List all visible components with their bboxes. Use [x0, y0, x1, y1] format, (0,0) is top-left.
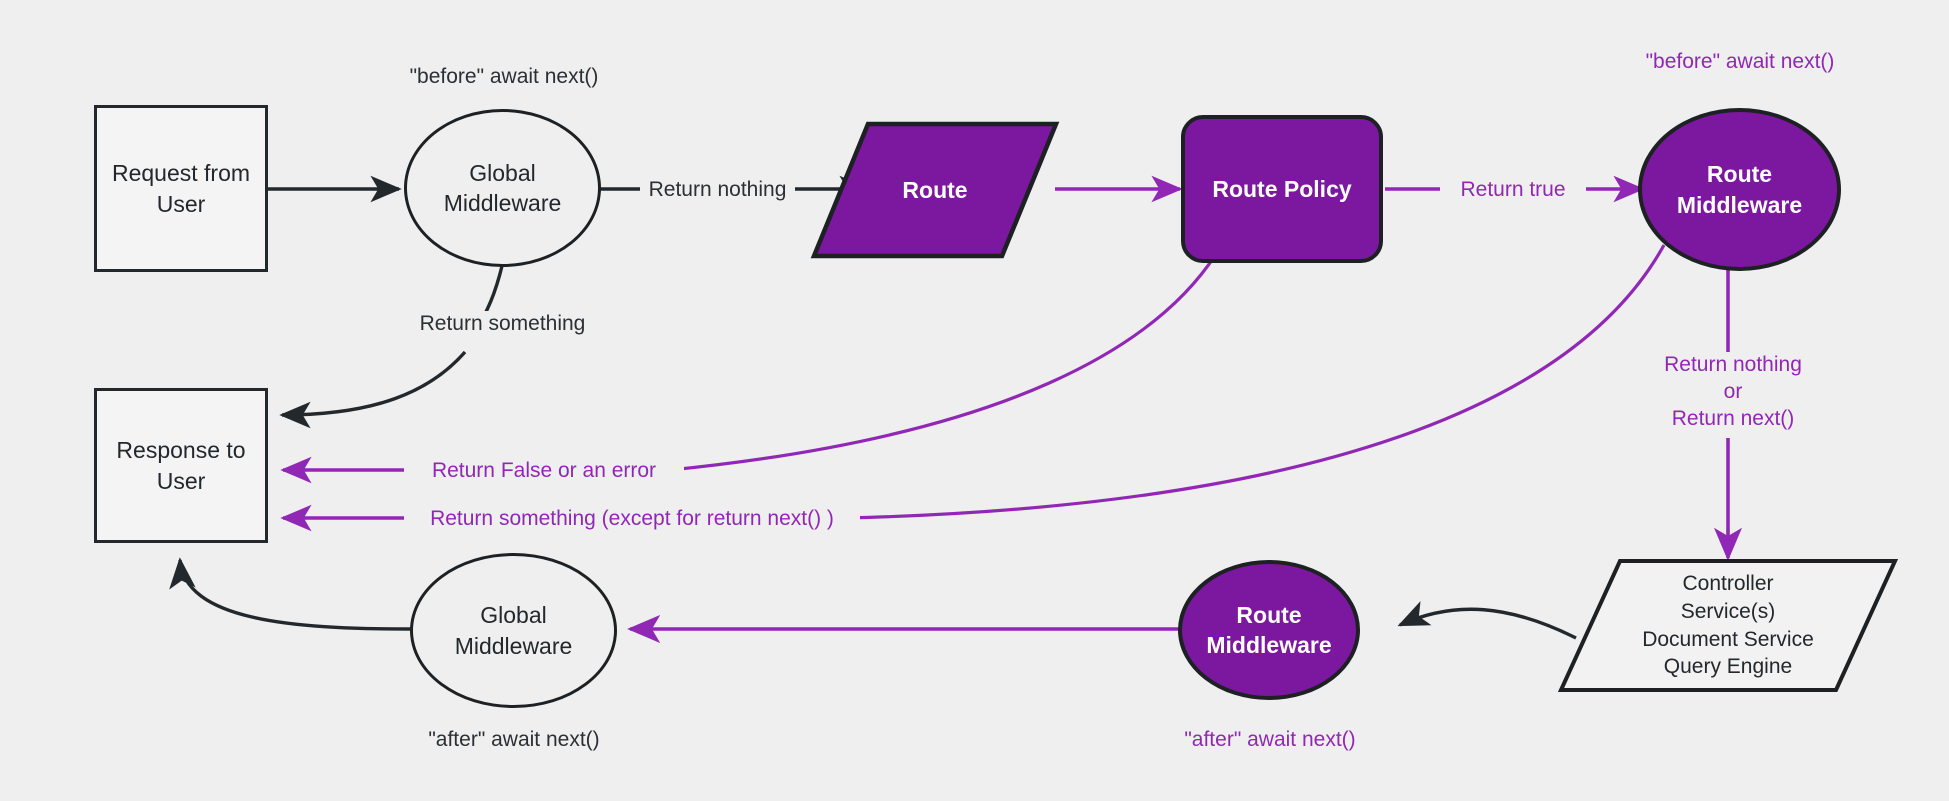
edge-label-return-something: Return something	[405, 311, 600, 338]
edge-route-middleware-to-response	[847, 244, 1666, 520]
edge-controller-to-route-middleware-after	[1397, 601, 1577, 640]
edge-label-return-false-or-error: Return False or an error	[404, 458, 684, 485]
route-parallelogram-shape	[810, 121, 1060, 259]
edge-label-return-something-except: Return something (except for return next…	[404, 506, 860, 533]
node-response-to-user[interactable]: Response to User	[94, 388, 268, 543]
node-controller-stack-label: Controller Service(s) Document Service Q…	[1642, 572, 1814, 679]
node-route[interactable]: Route	[810, 120, 1060, 260]
edge-label-return-nothing: Return nothing	[640, 177, 795, 204]
node-global-middleware-after-label: Global Middleware	[454, 602, 573, 659]
node-global-middleware-after[interactable]: Global Middleware	[410, 553, 617, 708]
node-route-middleware-after-label: Route Middleware	[1206, 601, 1332, 658]
edge-route-policy-to-response	[669, 253, 1218, 472]
node-global-middleware-before[interactable]: Global Middleware	[404, 109, 601, 267]
controller-parallelogram-shape	[1558, 559, 1898, 692]
node-route-policy-label: Route Policy	[1212, 175, 1352, 202]
node-response-to-user-label: Response to User	[116, 437, 246, 494]
node-request-from-user-label: Request from User	[111, 160, 251, 217]
edge-label-return-true: Return true	[1440, 177, 1586, 204]
node-route-middleware-before-label: Route Middleware	[1676, 161, 1803, 218]
edge-label-return-nothing-or-next: Return nothing or Return next()	[1628, 352, 1838, 433]
caption-before-route-middleware: "before" await next()	[1645, 50, 1835, 73]
edge-global-middleware-after-to-response	[169, 557, 412, 631]
node-route-middleware-after[interactable]: Route Middleware	[1178, 560, 1360, 700]
node-route-label: Route	[902, 176, 968, 203]
node-route-middleware-before[interactable]: Route Middleware	[1638, 108, 1841, 271]
caption-after-route-middleware: "after" await next()	[1184, 728, 1356, 751]
node-request-from-user[interactable]: Request from User	[94, 105, 268, 272]
edge-global-middleware-to-response-lower	[279, 350, 467, 429]
node-global-middleware-before-label: Global Middleware	[443, 159, 562, 216]
caption-before-global-middleware: "before" await next()	[409, 65, 599, 88]
node-route-policy[interactable]: Route Policy	[1181, 115, 1383, 263]
caption-after-global-middleware: "after" await next()	[428, 728, 600, 751]
node-controller-stack[interactable]: Controller Service(s) Document Service Q…	[1558, 558, 1898, 693]
